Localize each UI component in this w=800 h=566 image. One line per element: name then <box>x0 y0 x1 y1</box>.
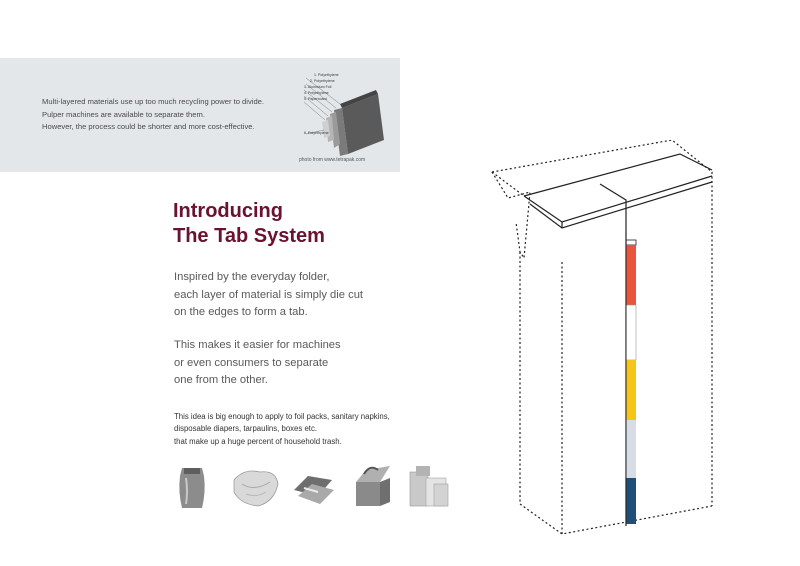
tab-layer-3 <box>626 360 636 420</box>
product-examples <box>172 462 460 512</box>
paragraph-line: each layer of material is simply die cut <box>174 288 364 301</box>
layer-label: 5. Paperboard <box>304 97 327 101</box>
layer-tabs <box>625 239 637 524</box>
title-line-1: Introducing <box>173 200 283 222</box>
paragraph-line: on the edges to form a tab. <box>174 306 308 319</box>
title-line-2: The Tab System <box>173 225 325 247</box>
benefit-paragraph: This makes it easier for machines or eve… <box>174 337 341 390</box>
carton-seam <box>599 183 627 526</box>
gable-box-icon <box>356 466 390 506</box>
layer-label: 4. Polyethylene <box>304 91 329 95</box>
tab-layer-4 <box>626 420 636 478</box>
banner-text: Multi-layered materials use up too much … <box>42 96 264 134</box>
intro-paragraph: Inspired by the everyday folder, each la… <box>174 269 363 322</box>
applications-text: This idea is big enough to apply to foil… <box>174 411 390 448</box>
banner-line: However, the process could be shorter an… <box>42 122 255 131</box>
carton-outline-front <box>519 252 713 535</box>
carton-top-seal <box>523 153 713 197</box>
tab-layer-1 <box>626 245 636 305</box>
layer-label: 3. Aluminium Foil <box>304 85 332 89</box>
tab-layer-5 <box>626 478 636 524</box>
carton-outline-back <box>491 140 713 506</box>
paragraph-line: This makes it easier for machines <box>174 339 341 351</box>
carton-layers-photo: 1. Polyethylene 2. Polyethylene 3. Alumi… <box>300 64 400 158</box>
box-stack-icon <box>409 466 449 507</box>
sanitary-napkin-icon <box>294 476 334 504</box>
tab-top-cap <box>625 239 637 246</box>
layer-label: 2. Polyethylene <box>310 79 335 83</box>
carton-top-front-inner <box>529 181 713 229</box>
applications-line: disposable diapers, tarpaulins, boxes et… <box>174 424 318 434</box>
layer-label: 1. Polyethylene <box>314 73 339 77</box>
paragraph-line: one from the other. <box>174 374 268 387</box>
photo-credit: photo from www.tetrapak.com <box>299 157 366 163</box>
info-banner: Multi-layered materials use up too much … <box>0 58 400 172</box>
banner-line: Multi-layered materials use up too much … <box>42 97 265 106</box>
paragraph-line: or even consumers to separate <box>174 356 329 369</box>
paragraph-line: Inspired by the everyday folder, <box>174 271 330 283</box>
carton-top-front <box>523 175 713 223</box>
tab-carton-diagram <box>491 140 713 535</box>
applications-line: that make up a huge percent of household… <box>174 436 342 446</box>
page-title: Introducing The Tab System <box>173 199 325 249</box>
carton-outline-flap <box>491 171 525 197</box>
diaper-icon <box>233 470 279 507</box>
tab-layer-2 <box>625 304 637 361</box>
applications-line: This idea is big enough to apply to foil… <box>174 412 390 421</box>
banner-line: Pulper machines are available to separat… <box>42 109 205 119</box>
layer-label: 6. Polyethylene <box>304 131 329 135</box>
foil-pack-icon <box>179 468 205 508</box>
carton-fold-left <box>491 171 531 260</box>
